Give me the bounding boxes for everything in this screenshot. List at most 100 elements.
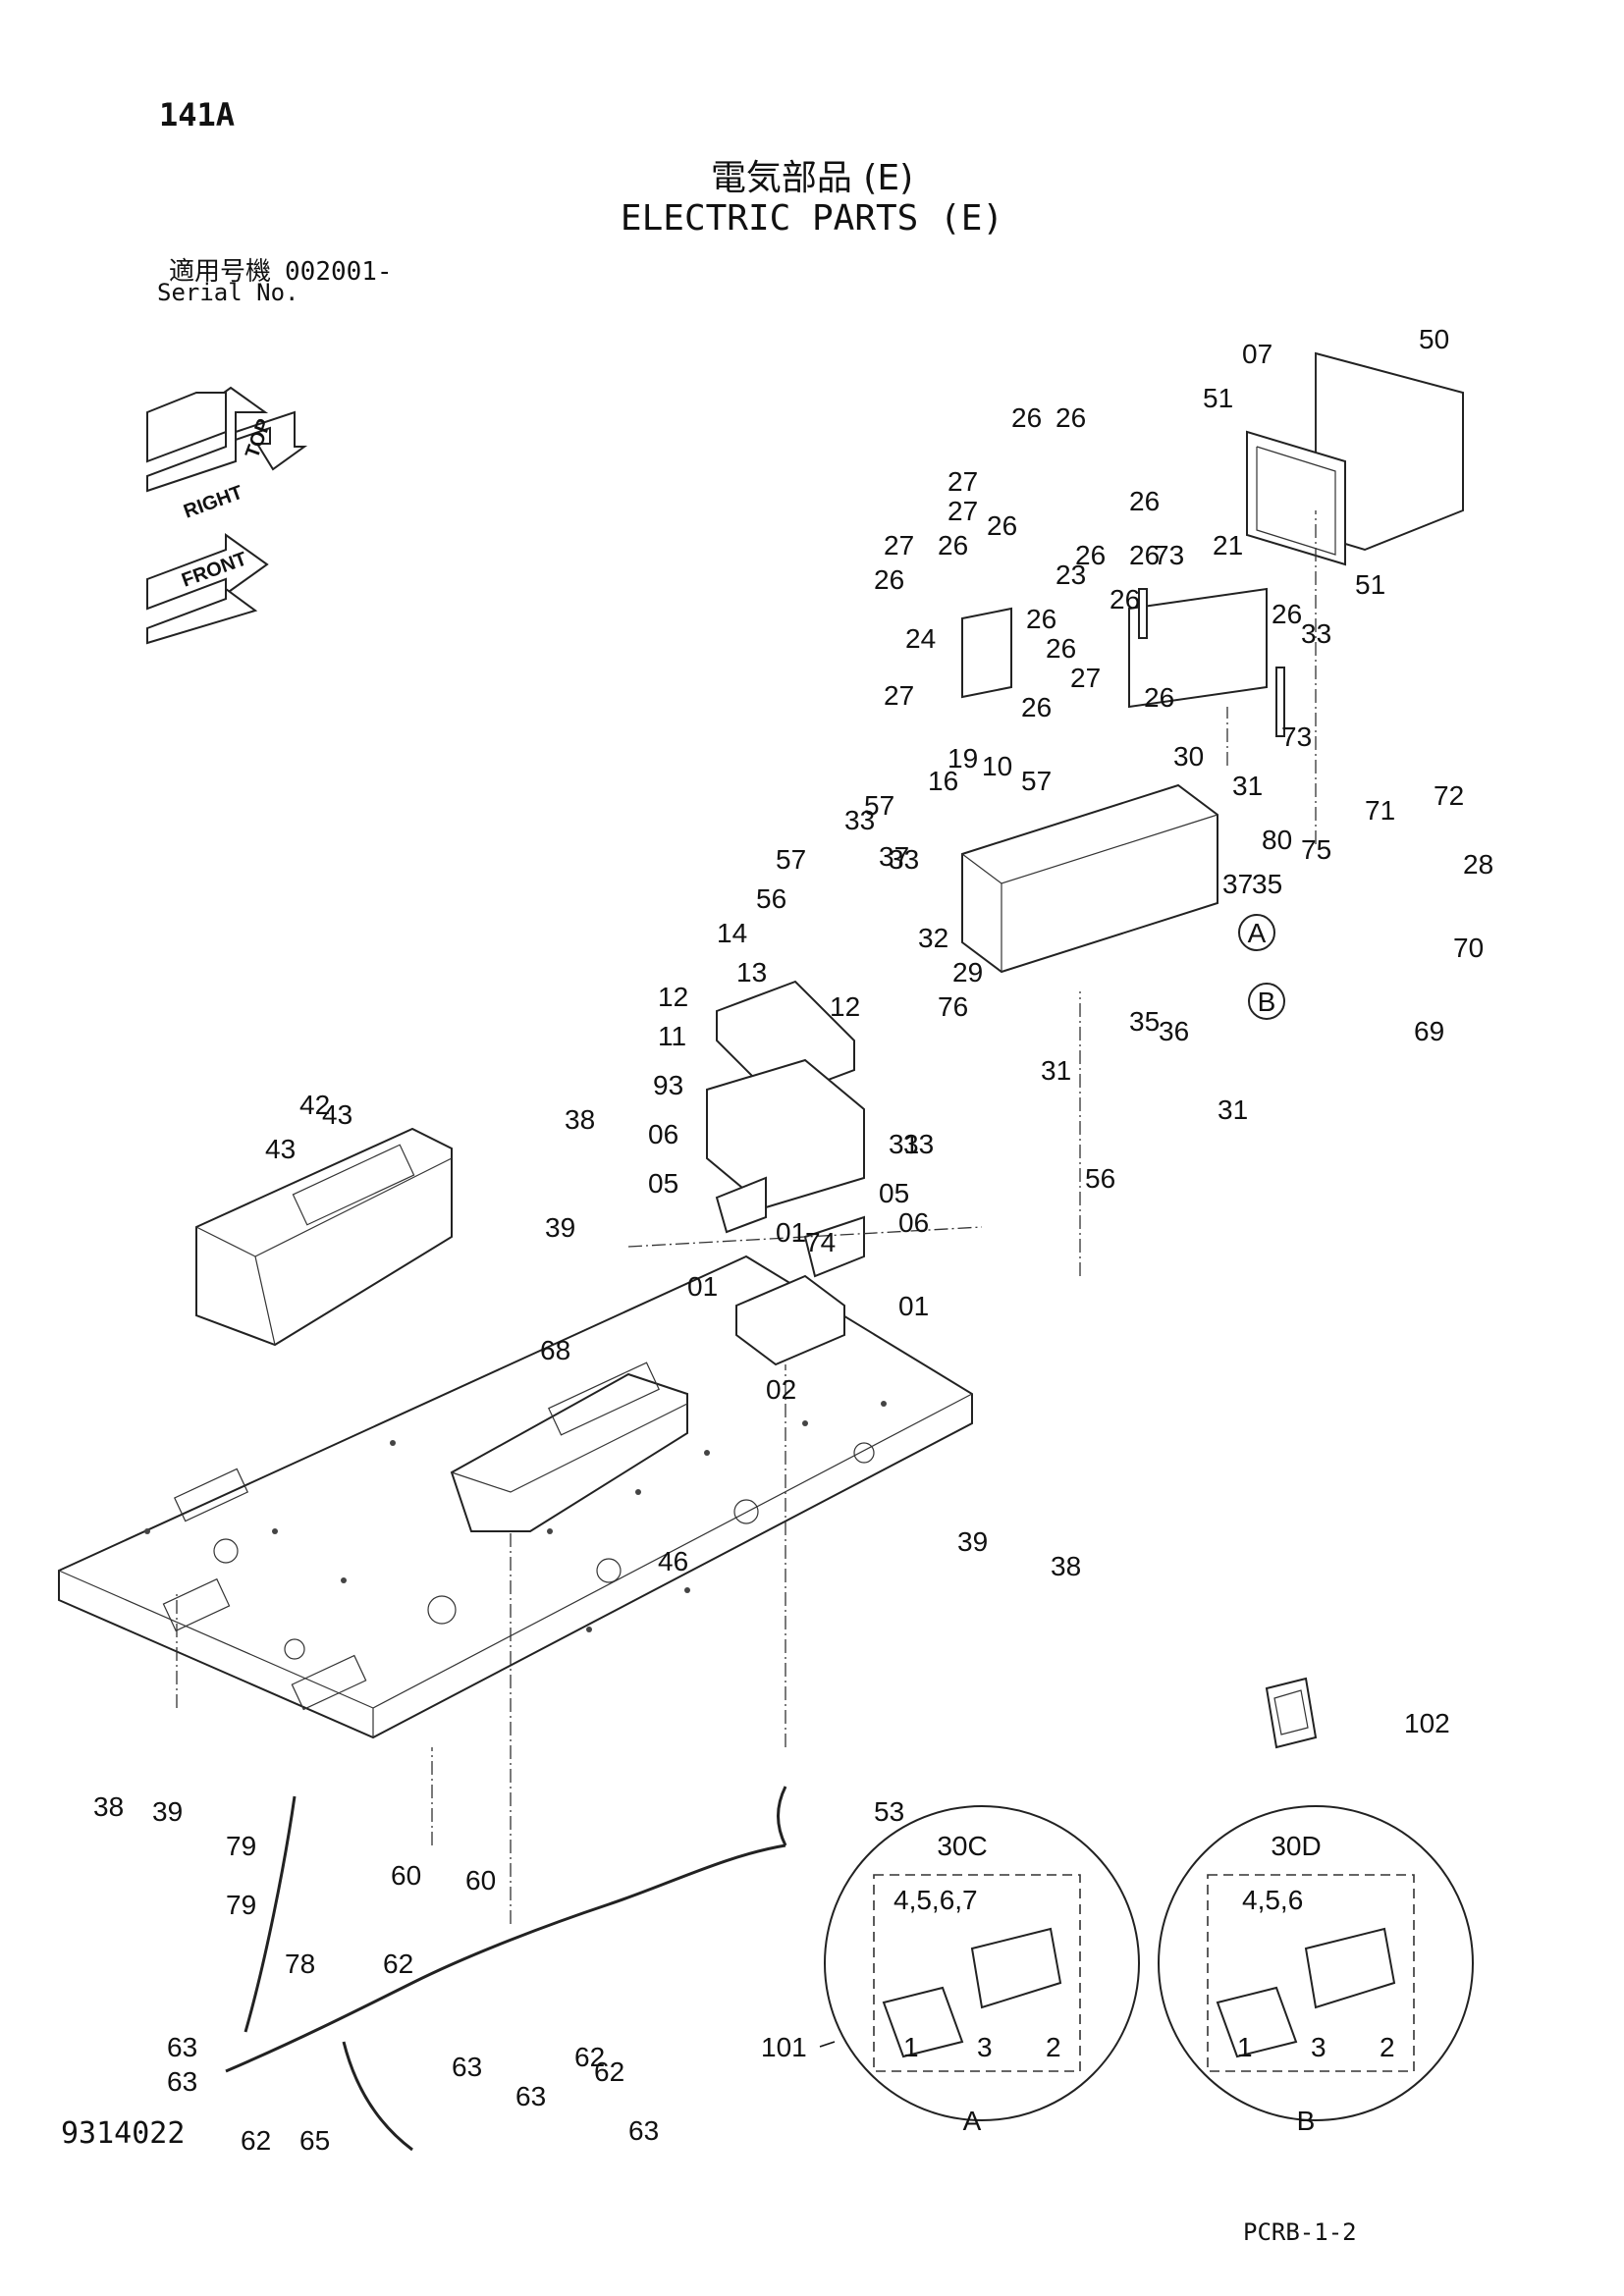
callout-14: 14 <box>717 918 747 948</box>
callout-06: 06 <box>648 1119 678 1149</box>
callout-24: 24 <box>905 623 936 654</box>
callout-23: 23 <box>1056 560 1086 590</box>
callout-39: 39 <box>957 1526 988 1557</box>
callout-21: 21 <box>1213 530 1243 561</box>
marker-a: A <box>1238 914 1275 951</box>
callout-26: 26 <box>1021 692 1052 722</box>
detail-b-title: 30D <box>1271 1831 1321 1861</box>
callout-26: 26 <box>1129 540 1160 570</box>
detail-b-item-3: 3 <box>1311 2032 1326 2062</box>
callout-35: 35 <box>1252 869 1282 899</box>
orientation-right-label: RIGHT <box>181 482 245 523</box>
callout-60: 60 <box>465 1865 496 1896</box>
callout-72: 72 <box>1434 780 1464 811</box>
callout-43: 43 <box>322 1099 352 1130</box>
callout-06: 06 <box>898 1207 929 1238</box>
callout-73: 73 <box>1154 540 1184 570</box>
main-harness <box>225 1786 787 2152</box>
callout-05: 05 <box>648 1168 678 1199</box>
detail-a-ref: 101 <box>761 2032 807 2062</box>
callout-05: 05 <box>879 1178 909 1208</box>
callout-51: 51 <box>1355 569 1385 600</box>
callout-51: 51 <box>1203 383 1233 413</box>
callout-32: 32 <box>918 923 948 953</box>
detail-a: 30C 4,5,6,7 1 3 2 A 101 <box>761 1805 1140 2136</box>
callout-12: 12 <box>658 982 688 1012</box>
callout-01: 01 <box>898 1291 929 1321</box>
callout-57: 57 <box>1021 766 1052 796</box>
detail-b-label: B <box>1297 2106 1316 2136</box>
callout-74: 74 <box>805 1227 836 1257</box>
title-japanese: 電気部品 (E) <box>710 158 914 198</box>
title-english: ELECTRIC PARTS (E) <box>620 198 1004 239</box>
controller-bracket-11 <box>716 980 855 1101</box>
callout-31: 31 <box>889 1129 919 1159</box>
callout-26: 26 <box>1144 682 1174 713</box>
svg-text:B: B <box>1258 987 1276 1017</box>
callout-33: 33 <box>903 1129 934 1159</box>
relay-box-02 <box>735 1274 845 1366</box>
callout-43: 43 <box>265 1134 296 1164</box>
callout-12: 12 <box>830 991 860 1022</box>
callout-57: 57 <box>864 790 894 821</box>
detail-b-group: 4,5,6 <box>1242 1885 1303 1915</box>
callout-57: 57 <box>776 844 806 875</box>
callout-56: 56 <box>1085 1163 1115 1194</box>
callout-70: 70 <box>1453 933 1484 963</box>
callout-02: 02 <box>766 1374 796 1405</box>
callout-65: 65 <box>299 2125 330 2156</box>
callout-26: 26 <box>1046 633 1076 664</box>
callout-63: 63 <box>628 2115 659 2146</box>
callout-80: 80 <box>1262 825 1292 855</box>
detail-b: 30D 4,5,6 1 3 2 B <box>1158 1805 1474 2136</box>
callout-79: 79 <box>226 1890 256 1920</box>
callout-68: 68 <box>540 1335 570 1365</box>
console-left <box>450 1362 688 1532</box>
callout-63: 63 <box>167 2066 197 2097</box>
callout-16: 16 <box>928 766 958 796</box>
callout-35: 35 <box>1129 1006 1160 1037</box>
callout-29: 29 <box>952 957 983 988</box>
callout-27: 27 <box>947 496 978 526</box>
controller-93 <box>706 1058 865 1209</box>
callout-33: 33 <box>889 844 919 875</box>
callout-30: 30 <box>1173 741 1204 772</box>
callout-36: 36 <box>1159 1016 1189 1046</box>
detail-b-item-2: 2 <box>1380 2032 1395 2062</box>
callout-26: 26 <box>1075 540 1106 570</box>
callout-63: 63 <box>452 2052 482 2082</box>
callout-102: 102 <box>1404 1708 1450 1738</box>
callout-31: 31 <box>1232 771 1263 801</box>
callout-28: 28 <box>1463 849 1493 880</box>
callout-27: 27 <box>947 466 978 497</box>
callout-37: 37 <box>879 841 909 872</box>
console-right <box>195 1127 453 1347</box>
callout-62: 62 <box>383 1949 413 1979</box>
manual-holder <box>1265 1677 1318 1749</box>
callout-31: 31 <box>1218 1095 1248 1125</box>
callout-93: 93 <box>653 1070 683 1100</box>
callout-79: 79 <box>226 1831 256 1861</box>
callout-26: 26 <box>938 530 968 561</box>
callout-73: 73 <box>1281 721 1312 752</box>
callout-27: 27 <box>1070 663 1101 693</box>
callout-26: 26 <box>1026 604 1056 634</box>
callout-19: 19 <box>947 743 978 774</box>
fuse-relay-block <box>961 783 1218 974</box>
serial-value: 002001- <box>285 257 393 287</box>
callout-62: 62 <box>241 2125 271 2156</box>
callout-76: 76 <box>938 991 968 1022</box>
callout-71: 71 <box>1365 795 1395 826</box>
callout-63: 63 <box>515 2081 546 2111</box>
detail-a-item-1: 1 <box>903 2032 919 2062</box>
serial-label-jp: 適用号機 <box>169 257 272 287</box>
svg-text:A: A <box>1248 918 1267 948</box>
orientation-indicator: TOP RIGHT FRONT <box>146 386 308 645</box>
callout-39: 39 <box>545 1212 575 1243</box>
callout-11: 11 <box>658 1021 686 1051</box>
callout-26: 26 <box>1011 402 1042 433</box>
callout-01: 01 <box>687 1271 718 1302</box>
callout-26: 26 <box>1110 584 1140 614</box>
page-number: 141A <box>159 96 236 133</box>
